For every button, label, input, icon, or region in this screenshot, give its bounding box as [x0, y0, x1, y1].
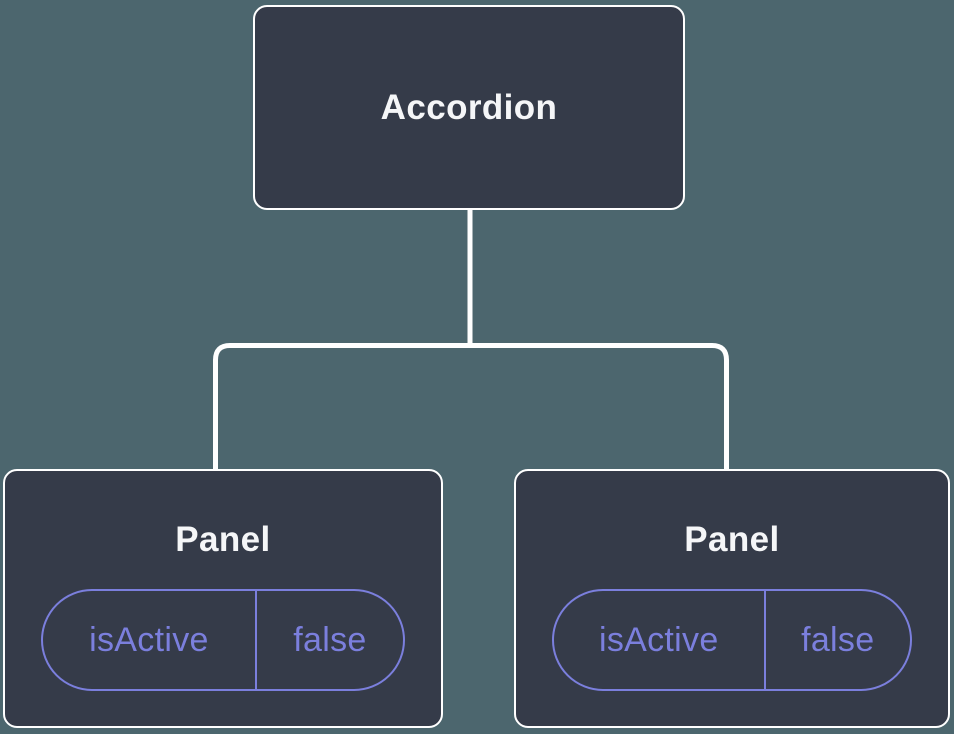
state-key: isActive [43, 591, 257, 689]
edge-branch-bracket [213, 343, 729, 474]
node-accordion: Accordion [253, 5, 685, 210]
node-panel-right-label: Panel [684, 520, 780, 559]
node-accordion-label: Accordion [380, 87, 558, 127]
state-value: false [293, 620, 367, 659]
state-value: false [801, 620, 875, 659]
state-pill: isActive false [552, 589, 912, 691]
node-panel-right: Panel isActive false [514, 469, 950, 728]
state-key: isActive [554, 591, 766, 689]
node-panel-left: Panel isActive false [3, 469, 443, 728]
node-panel-left-label: Panel [175, 520, 271, 559]
state-pill: isActive false [41, 589, 405, 691]
